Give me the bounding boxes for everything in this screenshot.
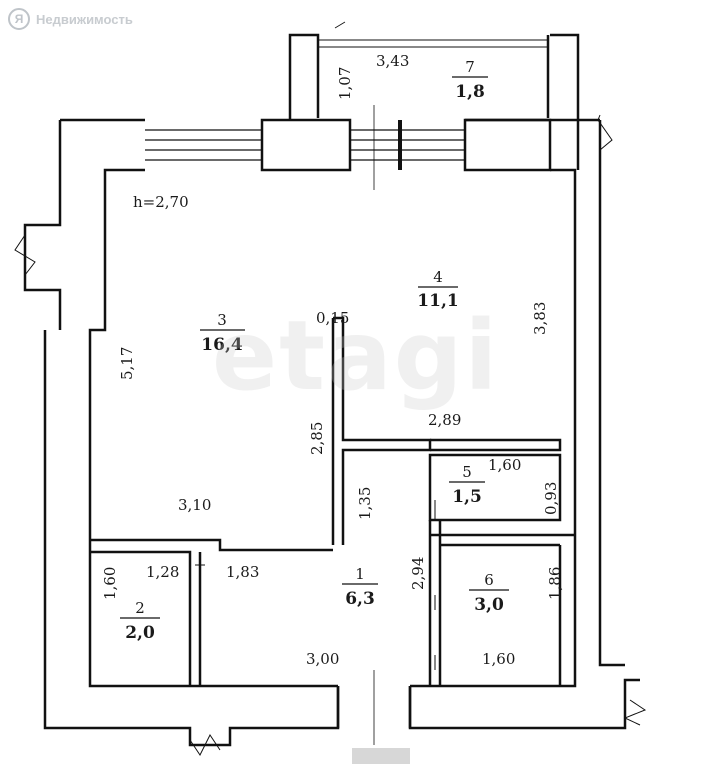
dim-partition-height: 2,85 bbox=[308, 422, 326, 455]
room-6-number: 6 bbox=[484, 571, 494, 589]
room-3-number: 3 bbox=[217, 311, 227, 329]
room-1-number: 1 bbox=[355, 565, 365, 583]
dim-hall-width: 1,83 bbox=[226, 563, 259, 581]
dim-balcony-width: 3,43 bbox=[376, 52, 409, 70]
dim-room1-width: 3,00 bbox=[306, 650, 339, 668]
dim-room4-width: 2,89 bbox=[428, 411, 461, 429]
room-7-area: 1,8 bbox=[455, 82, 485, 102]
walls bbox=[14, 21, 647, 756]
room-5-number: 5 bbox=[462, 463, 472, 481]
room-4-area: 11,1 bbox=[417, 291, 458, 311]
room-label-bars bbox=[120, 76, 509, 619]
dim-room3-width: 3,10 bbox=[178, 496, 211, 514]
dim-balcony-depth: 1,07 bbox=[336, 67, 354, 100]
dim-room6-height: 1,86 bbox=[546, 567, 564, 600]
site-header: Я Недвижимость bbox=[8, 6, 133, 32]
dim-room2-height: 1,60 bbox=[101, 567, 119, 600]
room-3-area: 16,4 bbox=[201, 335, 243, 355]
dim-partition-thickness: 0,15 bbox=[316, 309, 349, 327]
dim-room3-height: 5,17 bbox=[118, 347, 136, 380]
brand-logo-icon[interactable]: Я bbox=[8, 8, 30, 30]
room-7-number: 7 bbox=[465, 58, 475, 76]
blurred-label bbox=[352, 748, 410, 764]
dim-room4-height: 3,83 bbox=[531, 302, 549, 335]
room-5-area: 1,5 bbox=[452, 487, 482, 507]
brand-name[interactable]: Недвижимость bbox=[36, 11, 133, 27]
dim-room2-width: 1,28 bbox=[146, 563, 179, 581]
room-6-area: 3,0 bbox=[474, 595, 504, 615]
room-2-number: 2 bbox=[135, 599, 145, 617]
dim-hall-depth: 1,35 bbox=[356, 487, 374, 520]
ceiling-height: h=2,70 bbox=[133, 193, 189, 211]
dim-room1-height: 2,94 bbox=[409, 557, 427, 590]
dim-room5-width: 1,60 bbox=[488, 456, 521, 474]
room-1-area: 6,3 bbox=[345, 589, 375, 609]
room-2-area: 2,0 bbox=[125, 623, 155, 643]
dim-room5-height: 0,93 bbox=[542, 482, 560, 515]
room-4-number: 4 bbox=[433, 268, 443, 286]
dim-room6-width: 1,60 bbox=[482, 650, 515, 668]
